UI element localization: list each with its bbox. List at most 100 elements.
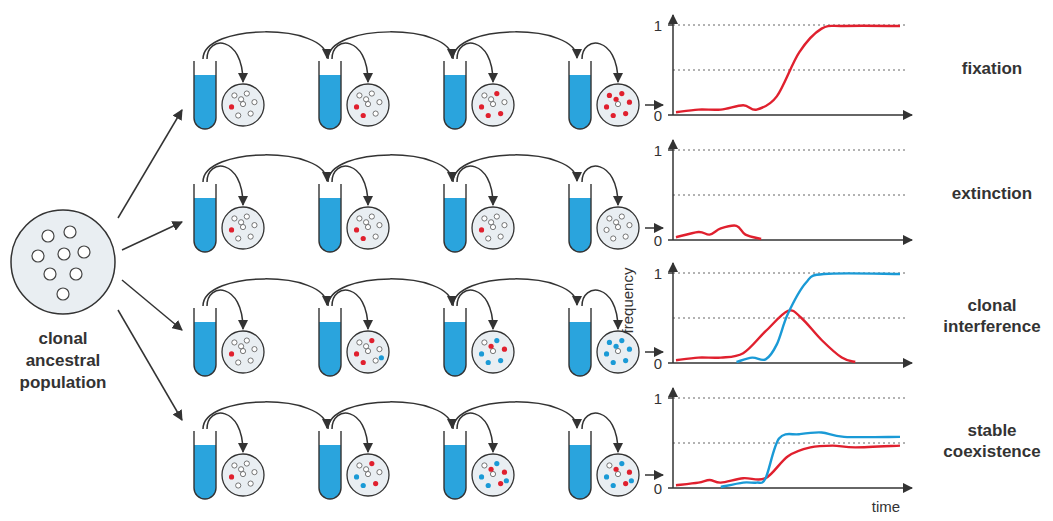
cell-dot <box>354 227 359 232</box>
medium <box>569 322 591 376</box>
cell-dot <box>604 351 609 356</box>
cell-dot <box>613 344 618 349</box>
medium <box>194 445 216 499</box>
petri-dish <box>472 331 514 373</box>
transfer-arrow <box>582 43 618 82</box>
cell-dot <box>486 360 491 365</box>
petri-dish <box>597 84 639 126</box>
cell-dot <box>252 347 257 352</box>
grid-line <box>673 318 905 319</box>
cell-dot <box>252 470 257 475</box>
cell-dot <box>488 344 493 349</box>
petri-dish <box>347 84 389 126</box>
cell-dot <box>357 216 362 221</box>
cell-dot <box>619 214 624 219</box>
cell-dot <box>58 248 70 260</box>
cell-dot <box>486 483 491 488</box>
cell-dot <box>232 216 237 221</box>
transfer-arrow <box>582 413 618 452</box>
medium <box>194 75 216 129</box>
grid-line <box>673 195 905 196</box>
cell-dot <box>32 250 44 262</box>
medium <box>444 198 466 252</box>
cell-dot <box>229 474 234 479</box>
cell-dot <box>498 481 503 486</box>
transfer-arrow <box>582 166 618 205</box>
dish-outline <box>8 208 118 318</box>
petri-dish <box>347 207 389 249</box>
cell-dot <box>488 467 493 472</box>
axis-tick-label: 1 <box>654 17 662 34</box>
cell-dot <box>490 348 495 353</box>
cell-dot <box>244 91 249 96</box>
axis-tick-label: 1 <box>654 142 662 159</box>
test-tube <box>444 431 466 499</box>
cell-dot <box>379 355 384 360</box>
cell-dot <box>238 97 243 102</box>
cell-dot <box>361 483 366 488</box>
transfer-arrow <box>453 402 577 429</box>
medium <box>194 198 216 252</box>
result-arrow <box>645 474 663 476</box>
cell-dot <box>504 478 509 483</box>
test-tube <box>194 308 216 376</box>
test-tube <box>319 61 341 129</box>
cell-dot <box>490 471 495 476</box>
test-tube <box>194 184 216 252</box>
transfer-arrow <box>457 290 493 329</box>
medium <box>444 445 466 499</box>
y-axis <box>672 15 674 115</box>
cell-dot <box>613 97 618 102</box>
frequency-curve <box>676 446 900 486</box>
medium <box>319 322 341 376</box>
cell-dot <box>377 100 382 105</box>
grid-line <box>673 443 905 444</box>
cell-dot <box>494 214 499 219</box>
cell-dot <box>611 483 616 488</box>
medium <box>569 445 591 499</box>
cell-dot <box>373 234 378 239</box>
petri-dish <box>472 454 514 496</box>
tick <box>668 397 673 399</box>
transfer-arrow <box>203 402 327 429</box>
outcome-label: extinction <box>932 183 1052 204</box>
cell-dot <box>479 351 484 356</box>
transfer-arrow <box>332 166 368 205</box>
transfer-arrow <box>207 43 243 82</box>
cell-dot <box>238 467 243 472</box>
cell-dot <box>604 104 609 109</box>
cell-dot <box>369 91 374 96</box>
y-axis <box>672 140 674 240</box>
grid-line <box>673 398 905 399</box>
petri-dish <box>222 331 264 373</box>
outcome-label: stable coexistence <box>932 420 1052 462</box>
tick <box>668 149 673 151</box>
cell-dot <box>363 467 368 472</box>
cell-dot <box>232 93 237 98</box>
cell-dot <box>236 360 241 365</box>
cell-dot <box>252 223 257 228</box>
test-tube <box>319 308 341 376</box>
cell-dot <box>248 481 253 486</box>
cell-dot <box>482 216 487 221</box>
result-arrow <box>645 351 663 353</box>
cell-dot <box>354 104 359 109</box>
petri-dish <box>11 210 115 314</box>
cell-dot <box>613 467 618 472</box>
result-arrow <box>645 227 663 229</box>
transfer-arrow <box>203 155 327 182</box>
outcome-label: fixation <box>932 58 1052 79</box>
cell-dot <box>488 97 493 102</box>
cell-dot <box>236 236 241 241</box>
tick <box>668 114 673 116</box>
cell-dot <box>361 236 366 241</box>
cell-dot <box>357 93 362 98</box>
cell-dot <box>502 347 507 352</box>
node-label: clonal ancestral population <box>8 328 118 394</box>
cell-dot <box>238 220 243 225</box>
cell-dot <box>363 220 368 225</box>
cell-dot <box>64 226 76 238</box>
cell-dot <box>357 463 362 468</box>
test-tube <box>194 431 216 499</box>
cell-dot <box>373 481 378 486</box>
